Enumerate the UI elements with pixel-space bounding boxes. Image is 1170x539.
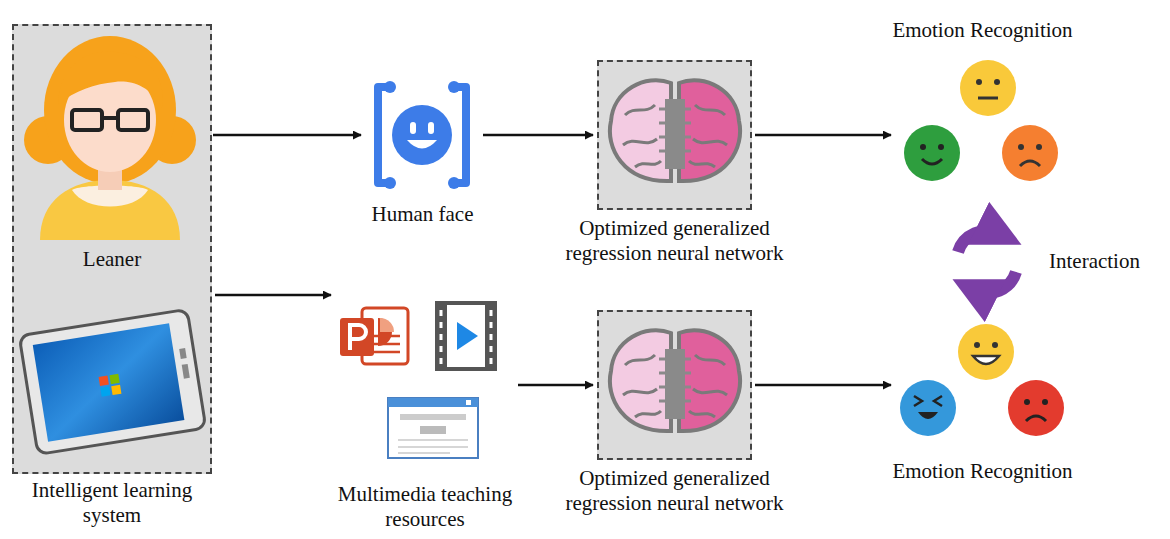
node-caption: Optimized generalized regression neural …	[544, 216, 806, 266]
angry-emoji	[1008, 380, 1064, 436]
node-caption: Optimized generalized regression neural …	[544, 466, 806, 516]
node-caption: Leaner	[22, 247, 202, 272]
tablet-figure	[19, 309, 206, 454]
node-caption: Human face	[333, 202, 513, 227]
interaction-cycle-icon	[958, 231, 1016, 293]
flow-arrow	[213, 134, 361, 137]
face-input-node: Human face	[365, 80, 480, 190]
emotion-output: Emotion Recognition	[895, 55, 1070, 190]
node-caption: Intelligent learning system	[5, 478, 219, 528]
laughing-emoji	[900, 380, 956, 436]
flow-arrow	[483, 134, 593, 137]
panel-ground	[597, 310, 752, 460]
happy-emoji	[904, 125, 960, 181]
panel-ground	[12, 24, 212, 474]
neutral-emoji	[960, 60, 1016, 116]
interaction-label: Interaction	[1049, 249, 1140, 274]
ppt-icon	[340, 308, 408, 364]
web-page-icon	[388, 398, 478, 458]
system-panel: Intelligent learning systemLeaner	[12, 24, 212, 474]
grnn-box: Optimized generalized regression neural …	[597, 310, 752, 460]
learner-figure	[24, 36, 196, 240]
flow-arrow	[755, 384, 891, 387]
face-scan-icon	[378, 81, 466, 189]
emotion-output: Emotion Recognition	[895, 325, 1070, 445]
sad-emoji	[1002, 125, 1058, 181]
flow-arrow	[755, 134, 891, 137]
brain-icon	[610, 80, 740, 181]
flow-arrow	[215, 294, 331, 297]
node-caption: Emotion Recognition	[858, 18, 1108, 43]
grnn-box: Optimized generalized regression neural …	[597, 60, 752, 210]
node-caption: Multimedia teaching resources	[309, 482, 541, 532]
brain-icon	[610, 330, 740, 431]
panel-ground	[597, 60, 752, 210]
learner-node: Leaner	[14, 26, 210, 276]
grin-emoji	[958, 324, 1014, 380]
flow-arrow	[518, 384, 593, 387]
video-icon	[437, 303, 495, 369]
resource-node: Multimedia teaching resources	[335, 285, 515, 460]
node-caption: Emotion Recognition	[858, 459, 1108, 484]
